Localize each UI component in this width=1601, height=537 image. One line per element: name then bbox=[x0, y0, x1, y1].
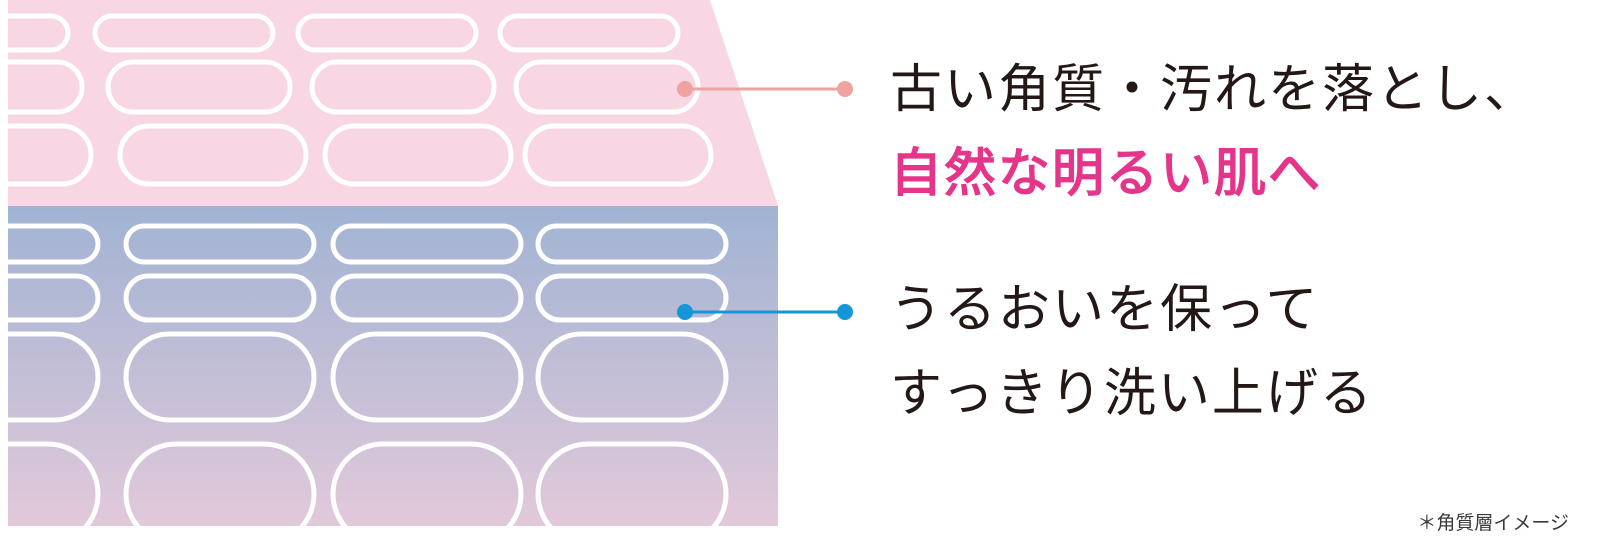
upper-cell bbox=[8, 59, 85, 115]
lower-cell bbox=[330, 441, 524, 526]
upper-cell bbox=[92, 13, 276, 53]
upper-cell bbox=[322, 123, 514, 187]
lower-cell bbox=[123, 273, 317, 323]
upper-layer-caption: 古い角質・汚れを落とし、 自然な明るい肌へ bbox=[890, 48, 1538, 216]
lower-leader-dot-start bbox=[677, 304, 693, 320]
lower-caption-line2: すっきり洗い上げる bbox=[890, 364, 1374, 424]
upper-caption-line1: 古い角質・汚れを落とし、 bbox=[890, 60, 1539, 120]
lower-cell bbox=[8, 223, 101, 265]
lower-caption-line1: うるおいを保って bbox=[890, 280, 1320, 340]
upper-cell bbox=[522, 123, 714, 187]
lower-cell bbox=[123, 223, 317, 265]
lower-stratum-layer bbox=[8, 206, 778, 526]
lower-cell bbox=[535, 441, 729, 526]
upper-cell bbox=[8, 13, 71, 53]
upper-caption-highlight: 自然な明るい肌へ bbox=[890, 144, 1323, 204]
upper-leader-line bbox=[677, 81, 853, 97]
lower-cell bbox=[535, 223, 729, 265]
lower-cell bbox=[123, 441, 317, 526]
upper-cell bbox=[309, 59, 497, 115]
upper-corneocytes bbox=[8, 13, 714, 187]
lower-cell bbox=[535, 331, 729, 423]
lower-leader-dot-end bbox=[837, 304, 853, 320]
upper-cell bbox=[105, 59, 293, 115]
lower-layer-caption: うるおいを保って すっきり洗い上げる bbox=[890, 268, 1374, 436]
upper-stratum-layer bbox=[8, 0, 778, 206]
upper-cell bbox=[8, 123, 94, 187]
lower-cell bbox=[123, 331, 317, 423]
upper-cell bbox=[295, 13, 479, 53]
lower-cell bbox=[8, 331, 101, 423]
lower-cell bbox=[330, 273, 524, 323]
upper-leader-dot-end bbox=[837, 81, 853, 97]
lower-cell bbox=[8, 273, 101, 323]
lower-corneocytes bbox=[8, 223, 729, 526]
upper-cell bbox=[513, 59, 701, 115]
lower-cell bbox=[330, 331, 524, 423]
lower-cell bbox=[330, 223, 524, 265]
lower-cell bbox=[535, 273, 729, 323]
image-note: ＊角質層イメージ bbox=[1417, 512, 1569, 534]
upper-cell bbox=[497, 13, 681, 53]
lower-leader-line bbox=[677, 304, 853, 320]
lower-cell bbox=[8, 441, 101, 526]
upper-cell bbox=[117, 123, 309, 187]
upper-leader-dot-start bbox=[677, 81, 693, 97]
